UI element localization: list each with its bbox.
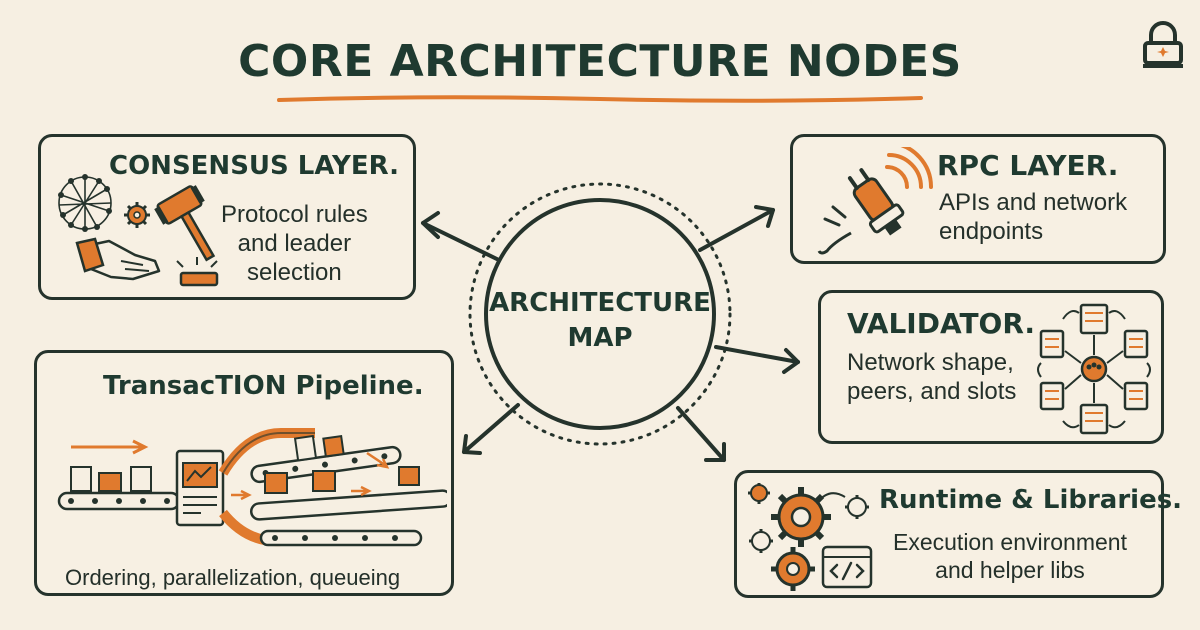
conveyor-belt-icon: [57, 428, 447, 547]
runtime-title: Runtime & Libraries.: [879, 485, 1183, 515]
runtime-description: Execution environment and helper libs: [893, 529, 1127, 584]
center-label-line2: MAP: [567, 323, 633, 354]
pipeline-title: TransacTION Pipeline.: [103, 371, 424, 401]
pipeline-description: Ordering, parallelization, queueing: [65, 565, 401, 590]
consensus-desc-line3: selection: [247, 258, 342, 286]
server-network-icon: [1037, 303, 1151, 435]
rpc-desc-line2: endpoints: [939, 217, 1044, 245]
gears-code-icon: [748, 483, 873, 591]
consensus-desc-line2: and leader: [237, 229, 352, 257]
title-underline: [277, 95, 923, 103]
lock-icon: [1143, 21, 1183, 68]
center-label: ARCHITECTURE MAP: [462, 286, 738, 356]
validator-card: VALIDATOR. Network shape, peers, and slo…: [818, 290, 1164, 444]
rpc-description: APIs and network endpoints: [939, 189, 1127, 247]
consensus-layer-card: CONSENSUS LAYER. Protocol rules and lead…: [38, 134, 416, 300]
page-title: CORE ARCHITECTURE NODES: [238, 36, 962, 87]
rpc-title: RPC LAYER.: [937, 149, 1119, 182]
validator-title: VALIDATOR.: [847, 307, 1036, 340]
runtime-desc-line1: Execution environment: [893, 529, 1127, 555]
plug-signal-icon: [817, 147, 933, 255]
rpc-desc-line1: APIs and network: [939, 189, 1128, 216]
runtime-desc-line2: and helper libs: [935, 556, 1085, 583]
architecture-map-circle: [468, 182, 732, 446]
gavel-handshake-network-icon: [58, 174, 219, 287]
consensus-description: Protocol rules and leader selection: [221, 201, 368, 287]
rpc-layer-card: RPC LAYER. APIs and network endpoints: [790, 134, 1166, 264]
validator-desc-line2: peers, and slots: [847, 377, 1017, 405]
validator-description: Network shape, peers, and slots: [847, 349, 1016, 407]
runtime-libraries-card: Runtime & Libraries. Execution environme…: [734, 470, 1182, 598]
consensus-desc-line1: Protocol rules: [221, 201, 368, 228]
validator-desc-line1: Network shape,: [847, 349, 1014, 376]
center-label-line1: ARCHITECTURE: [489, 288, 711, 318]
consensus-title: CONSENSUS LAYER.: [109, 151, 399, 181]
transaction-pipeline-card: TransacTION Pipeline. Ordering, parallel…: [34, 350, 454, 596]
